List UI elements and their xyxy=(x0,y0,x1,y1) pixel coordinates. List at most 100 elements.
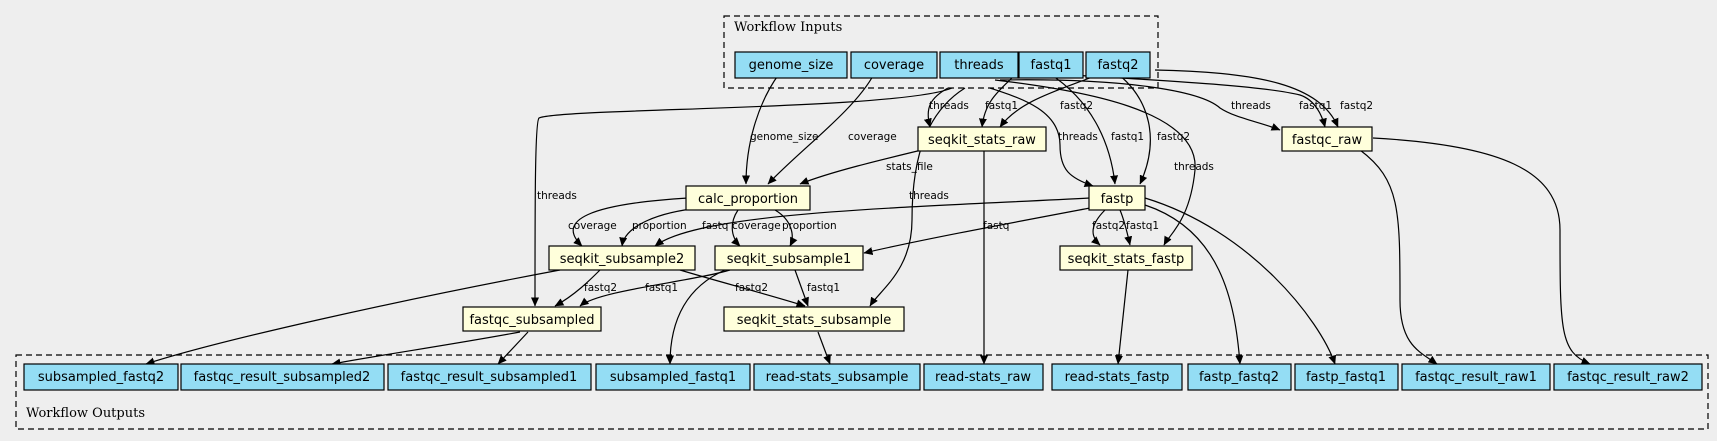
input-threads[interactable]: threads xyxy=(939,51,1019,79)
edge-label-fastq2-stats-raw: fastq2 xyxy=(1060,100,1093,112)
step-seqkit-stats-fastp-label: seqkit_stats_fastp xyxy=(1068,252,1185,267)
edge-fastp-sub1 xyxy=(863,207,1091,255)
output-read-stats-subsample[interactable]: read-stats_subsample xyxy=(753,363,921,391)
output-read-stats-fastp[interactable]: read-stats_fastp xyxy=(1051,363,1183,391)
edge-sub1-fastqc xyxy=(579,269,731,307)
edge-label-coverage-calc: coverage xyxy=(848,131,897,143)
edge-label-fastq1-stats-raw: fastq1 xyxy=(985,100,1018,112)
edge-sub2-fastqc xyxy=(554,269,601,307)
input-fastq2-label: fastq2 xyxy=(1098,58,1139,73)
step-fastqc-raw[interactable]: fastqc_raw xyxy=(1281,126,1373,152)
step-fastp[interactable]: fastp xyxy=(1088,185,1146,211)
step-seqkit-stats-raw-label: seqkit_stats_raw xyxy=(928,133,1036,148)
edge-label-fastq-sub2: fastq xyxy=(702,220,728,232)
edge-label-threads-fastp: threads xyxy=(1058,131,1098,143)
edge-label-genome-size: genome_size xyxy=(750,131,819,143)
output-fastqc-result-raw1[interactable]: fastqc_result_raw1 xyxy=(1401,363,1551,391)
edge-calc-sub1-coverage xyxy=(731,209,741,247)
input-genome-size[interactable]: genome_size xyxy=(734,51,848,79)
step-seqkit-stats-subsample-label: seqkit_stats_subsample xyxy=(737,313,892,328)
edge-label-fastq2-fastqc-sub: fastq2 xyxy=(584,282,617,294)
output-subsampled-fastq1-label: subsampled_fastq1 xyxy=(610,370,736,385)
output-fastqc-result-raw2[interactable]: fastqc_result_raw2 xyxy=(1553,363,1703,391)
step-fastqc-raw-label: fastqc_raw xyxy=(1292,133,1363,148)
edge-fastq2-stats-raw xyxy=(999,73,1101,128)
output-fastp-fastq2-label: fastp_fastq2 xyxy=(1199,370,1279,385)
edge-label-fastq1-fastqc-raw: fastq1 xyxy=(1299,100,1332,112)
edge-label-fastq1-statsfastp: fastq1 xyxy=(1126,220,1159,232)
edge-calc-sub2-coverage xyxy=(572,197,689,247)
input-genome-size-label: genome_size xyxy=(749,58,834,73)
edge-label-proportion-sub1: proportion xyxy=(782,220,837,232)
edge-statsfastp-out xyxy=(1114,269,1129,365)
edge-fastqc-raw-out2 xyxy=(1372,137,1591,365)
output-subsampled-fastq2[interactable]: subsampled_fastq2 xyxy=(23,363,179,391)
input-coverage-label: coverage xyxy=(864,58,924,73)
edge-label-coverage-sub1: coverage xyxy=(732,220,781,232)
output-fastp-fastq2[interactable]: fastp_fastq2 xyxy=(1187,363,1292,391)
output-read-stats-subsample-label: read-stats_subsample xyxy=(766,370,909,385)
edge-genome-size-calc xyxy=(742,73,780,185)
edges: genome_size coverage threads threads thr… xyxy=(145,69,1591,367)
edge-fastq2-fastp xyxy=(1117,73,1151,185)
edge-fastqcsub-out2 xyxy=(331,331,521,367)
input-threads-label: threads xyxy=(954,58,1004,73)
edge-fastq2-fastqc-raw xyxy=(1154,69,1339,128)
output-fastqc-result-subsampled2[interactable]: fastqc_result_subsampled2 xyxy=(180,363,385,391)
edge-label-fastq1-fastp: fastq1 xyxy=(1111,131,1144,143)
edge-label-threads-stats-fastp: threads xyxy=(1174,161,1214,173)
edge-sub1-out xyxy=(666,269,726,365)
edge-fastqc-raw-out1 xyxy=(1359,149,1438,365)
edge-sub1-stats xyxy=(794,269,809,307)
edge-fastqcsub-out1 xyxy=(497,331,529,365)
edge-label-fastq2-statsfastp: fastq2 xyxy=(1092,220,1125,232)
step-seqkit-subsample2-label: seqkit_subsample2 xyxy=(560,252,685,267)
step-seqkit-stats-raw[interactable]: seqkit_stats_raw xyxy=(917,126,1047,152)
step-seqkit-stats-fastp[interactable]: seqkit_stats_fastp xyxy=(1059,245,1193,271)
step-calc-proportion-label: calc_proportion xyxy=(698,192,798,207)
edge-label-threads-stats-subsample: threads xyxy=(909,190,949,202)
workflow-outputs-label: Workflow Outputs xyxy=(26,406,145,421)
output-fastqc-result-raw1-label: fastqc_result_raw1 xyxy=(1415,370,1537,385)
edge-threads-stats-subsample xyxy=(869,87,966,307)
step-calc-proportion[interactable]: calc_proportion xyxy=(685,185,811,211)
input-coverage[interactable]: coverage xyxy=(850,51,938,79)
output-fastqc-result-raw2-label: fastqc_result_raw2 xyxy=(1567,370,1689,385)
edge-sub2-out xyxy=(145,269,561,366)
edge-calc-sub1-proportion xyxy=(774,209,798,247)
output-fastqc-result-subsampled1-label: fastqc_result_subsampled1 xyxy=(401,370,578,385)
edge-coverage-calc xyxy=(767,73,875,185)
output-subsampled-fastq1[interactable]: subsampled_fastq1 xyxy=(595,363,751,391)
step-seqkit-subsample1[interactable]: seqkit_subsample1 xyxy=(714,245,864,271)
edge-label-threads-stats-raw: threads xyxy=(929,100,969,112)
step-nodes: seqkit_stats_raw fastqc_raw calc_proport… xyxy=(462,126,1373,332)
edge-label-fastq2-fastp: fastq2 xyxy=(1157,131,1190,143)
edge-label-coverage-sub2: coverage xyxy=(568,220,617,232)
step-seqkit-subsample2[interactable]: seqkit_subsample2 xyxy=(548,245,696,271)
edge-label-threads-fastqc-raw: threads xyxy=(1231,100,1271,112)
edge-threads-stats-fastp xyxy=(994,79,1196,246)
edge-label-fastq2-fastqc-raw: fastq2 xyxy=(1340,100,1373,112)
workflow-outputs-cluster: Workflow Outputs xyxy=(15,354,1709,430)
edge-fastp-sub2 xyxy=(654,197,1091,247)
output-fastp-fastq1-label: fastp_fastq1 xyxy=(1306,370,1386,385)
edge-threads-stats-raw xyxy=(923,87,949,128)
edge-fastp-out-fastq1 xyxy=(1144,197,1337,365)
output-fastqc-result-subsampled1[interactable]: fastqc_result_subsampled1 xyxy=(387,363,592,391)
step-fastqc-subsampled-label: fastqc_subsampled xyxy=(469,313,594,328)
step-seqkit-subsample1-label: seqkit_subsample1 xyxy=(727,252,852,267)
edge-threads-fastqc-subsampled xyxy=(531,87,953,307)
output-read-stats-fastp-label: read-stats_fastp xyxy=(1065,370,1170,385)
output-read-stats-raw[interactable]: read-stats_raw xyxy=(923,363,1044,391)
output-fastp-fastq1[interactable]: fastp_fastq1 xyxy=(1294,363,1399,391)
edge-label-proportion-sub2: proportion xyxy=(632,220,687,232)
step-fastqc-subsampled[interactable]: fastqc_subsampled xyxy=(462,306,602,332)
input-fastq2[interactable]: fastq2 xyxy=(1085,51,1151,79)
input-fastq1[interactable]: fastq1 xyxy=(1018,51,1084,79)
edge-fastp-statsfastp-fastq2 xyxy=(1091,209,1106,246)
edge-label-fastq2-stats-sub: fastq2 xyxy=(735,282,768,294)
edge-threads-fastp xyxy=(989,87,1094,187)
step-seqkit-stats-subsample[interactable]: seqkit_stats_subsample xyxy=(723,306,905,332)
edge-sub2-stats xyxy=(679,269,806,308)
